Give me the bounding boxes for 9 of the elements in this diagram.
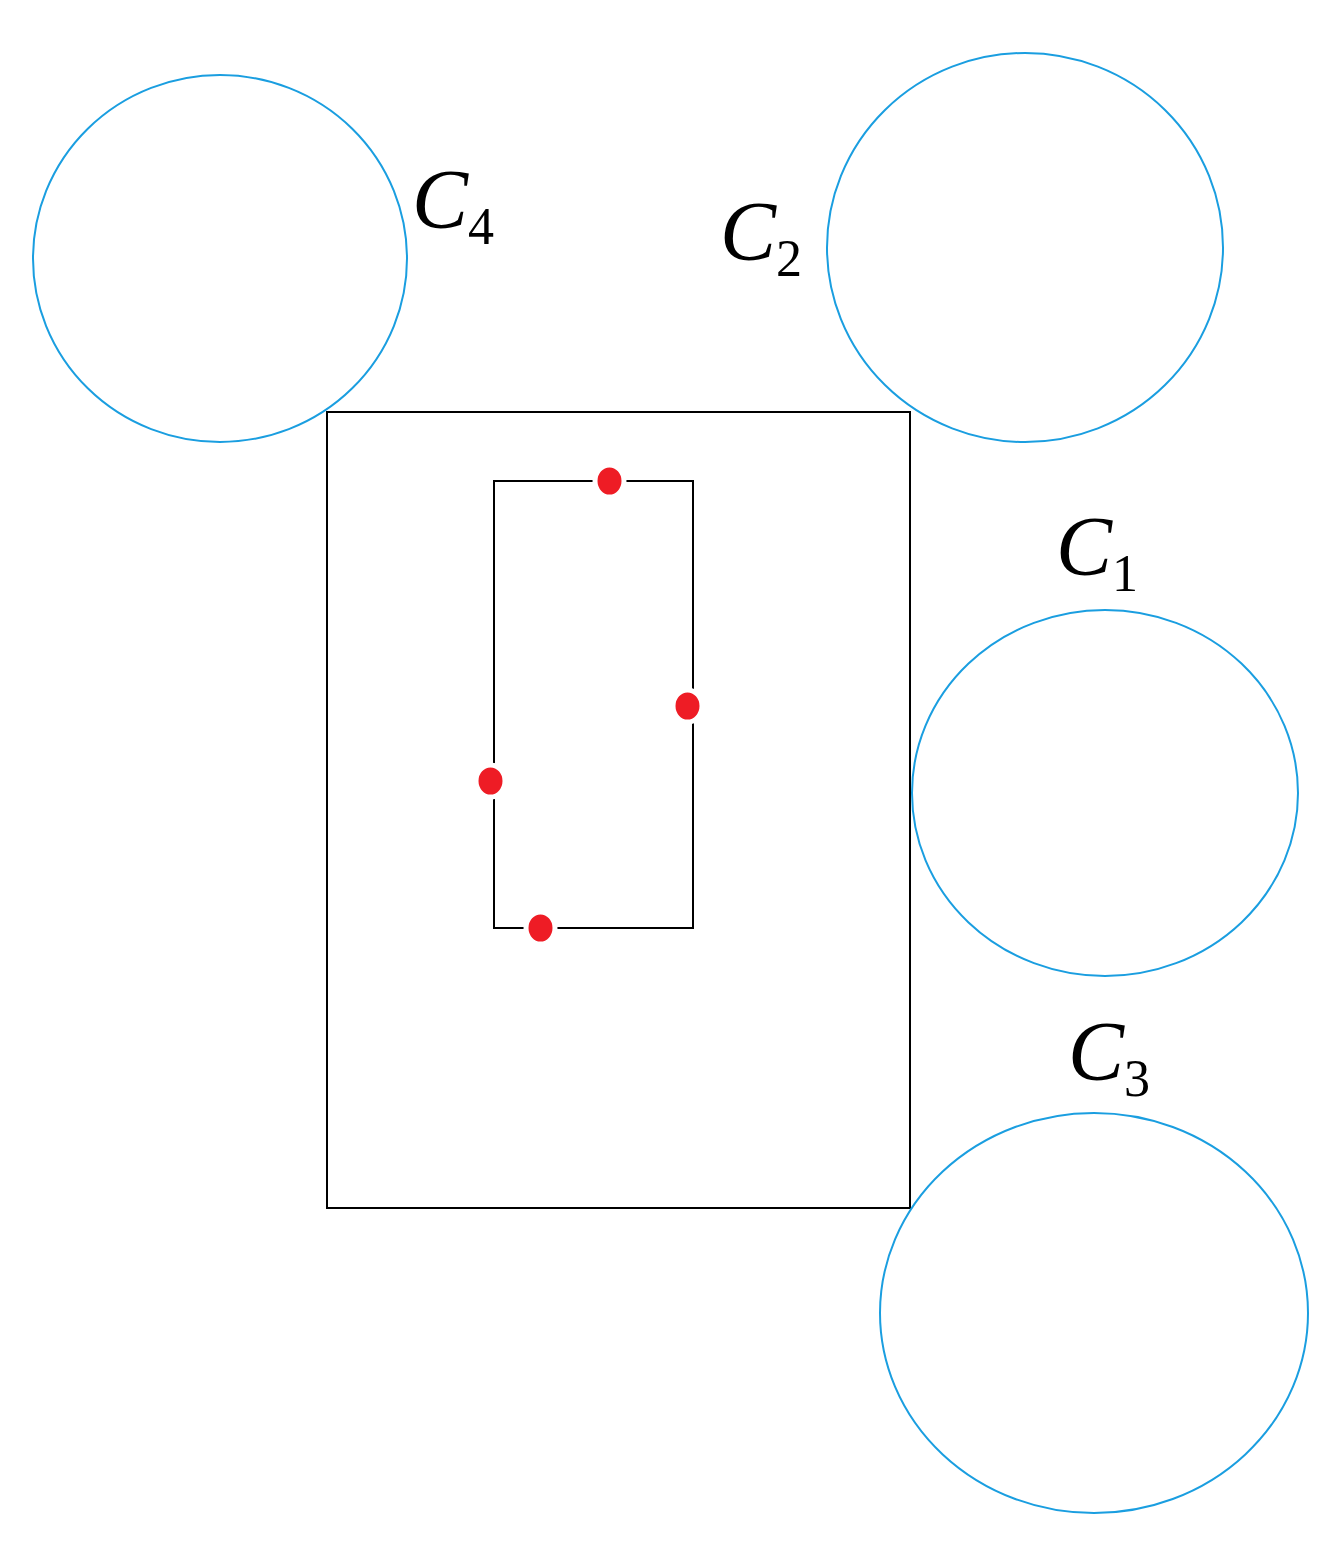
circle-label: C$_{1}$ — [1056, 505, 1139, 600]
circle-shape — [32, 74, 408, 443]
circle-shape — [826, 52, 1224, 443]
circle-label: C$_{4}$ — [412, 158, 495, 253]
outer-rectangle — [326, 411, 911, 1209]
circle-label: C$_{2}$ — [720, 190, 803, 285]
circle-shape — [879, 1112, 1309, 1514]
circle-label: C$_{3}$ — [1068, 1010, 1151, 1105]
circle-shape — [911, 609, 1299, 977]
